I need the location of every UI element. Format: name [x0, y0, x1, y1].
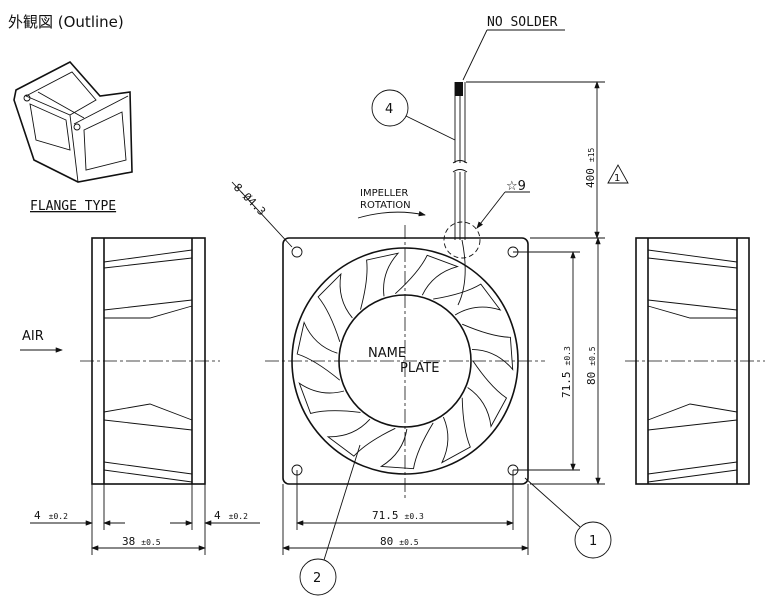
side-view-left: AIR: [20, 237, 220, 485]
svg-text:80±0.5: 80 ±0.5: [585, 346, 598, 385]
mount-hole: [291, 246, 303, 258]
revision-triangle-icon: [607, 164, 629, 184]
svg-text:80±0.5: 80 ±0.5: [380, 535, 419, 548]
h-hole-pitch-dim: 71.5: [372, 509, 399, 522]
iso-view-label: FLANGE TYPE: [30, 199, 116, 214]
impeller-blade: [298, 382, 361, 414]
air-label: AIR: [22, 329, 44, 344]
v-hole-pitch-tol: ±0.3: [563, 346, 572, 365]
flange-right-dim: 4: [214, 509, 221, 522]
h-hole-pitch-tol: ±0.3: [405, 512, 424, 521]
drawing-title: 外観図 (Outline): [8, 13, 124, 31]
impeller-blade: [360, 252, 400, 310]
h-size-tol: ±0.5: [399, 538, 418, 547]
flange-right-tol: ±0.2: [229, 512, 248, 521]
callout-4: 4: [385, 102, 393, 117]
dimensions: 400±15 1 71.5±0.3 80±0.5 71.5±0.3 80±0.5…: [30, 81, 629, 555]
impeller-rotation-line1: IMPELLER: [360, 188, 408, 199]
depth-tol: ±0.5: [141, 538, 160, 547]
wire-note: NO SOLDER: [487, 15, 558, 30]
name-plate-line1: NAME: [368, 346, 406, 361]
callouts: 4 1 2: [299, 89, 612, 596]
wire-length-dim: 400: [584, 168, 597, 188]
impeller-blade: [462, 323, 514, 371]
h-size-dim: 80: [380, 535, 393, 548]
callout-1: 1: [589, 534, 597, 549]
svg-text:400±15: 400±15: [584, 147, 597, 188]
star-note: ☆9: [506, 179, 526, 194]
impeller-blade: [433, 283, 502, 316]
v-size-dim: 80: [585, 372, 598, 385]
revision-mark: 1: [614, 173, 620, 184]
wire-length-tol: ±15: [587, 147, 596, 162]
svg-text:71.5±0.3: 71.5 ±0.3: [560, 346, 573, 398]
flange-left-tol: ±0.2: [49, 512, 68, 521]
lead-wire: NO SOLDER ☆9: [443, 15, 565, 306]
flange-left-dim: 4: [34, 509, 41, 522]
svg-text:38±0.5: 38 ±0.5: [122, 535, 161, 548]
impeller-blade: [379, 422, 434, 470]
v-hole-pitch-dim: 71.5: [560, 372, 573, 399]
name-plate-line2: PLATE: [400, 361, 439, 376]
impeller-blade: [296, 321, 341, 381]
impeller-blade: [440, 397, 471, 464]
callout-2: 2: [313, 571, 321, 586]
front-view: NAME PLATE IMPELLER ROTATION 8-Ø4.3: [231, 181, 545, 500]
depth-dim: 38: [122, 535, 135, 548]
rotation-arrow-icon: [357, 211, 426, 219]
isometric-fan-view: FLANGE TYPE: [13, 61, 133, 214]
svg-text:4±0.2: 4 ±0.2: [214, 509, 248, 522]
impeller-blade: [326, 418, 396, 457]
svg-text:71.5±0.3: 71.5 ±0.3: [372, 509, 424, 522]
impeller-blade: [394, 254, 459, 296]
impeller-blade: [467, 360, 508, 428]
side-view-right: [625, 237, 765, 485]
impeller-blade: [317, 272, 353, 342]
impeller-rotation-line2: ROTATION: [360, 200, 411, 211]
svg-text:4±0.2: 4 ±0.2: [34, 509, 68, 522]
v-size-tol: ±0.5: [588, 346, 597, 365]
